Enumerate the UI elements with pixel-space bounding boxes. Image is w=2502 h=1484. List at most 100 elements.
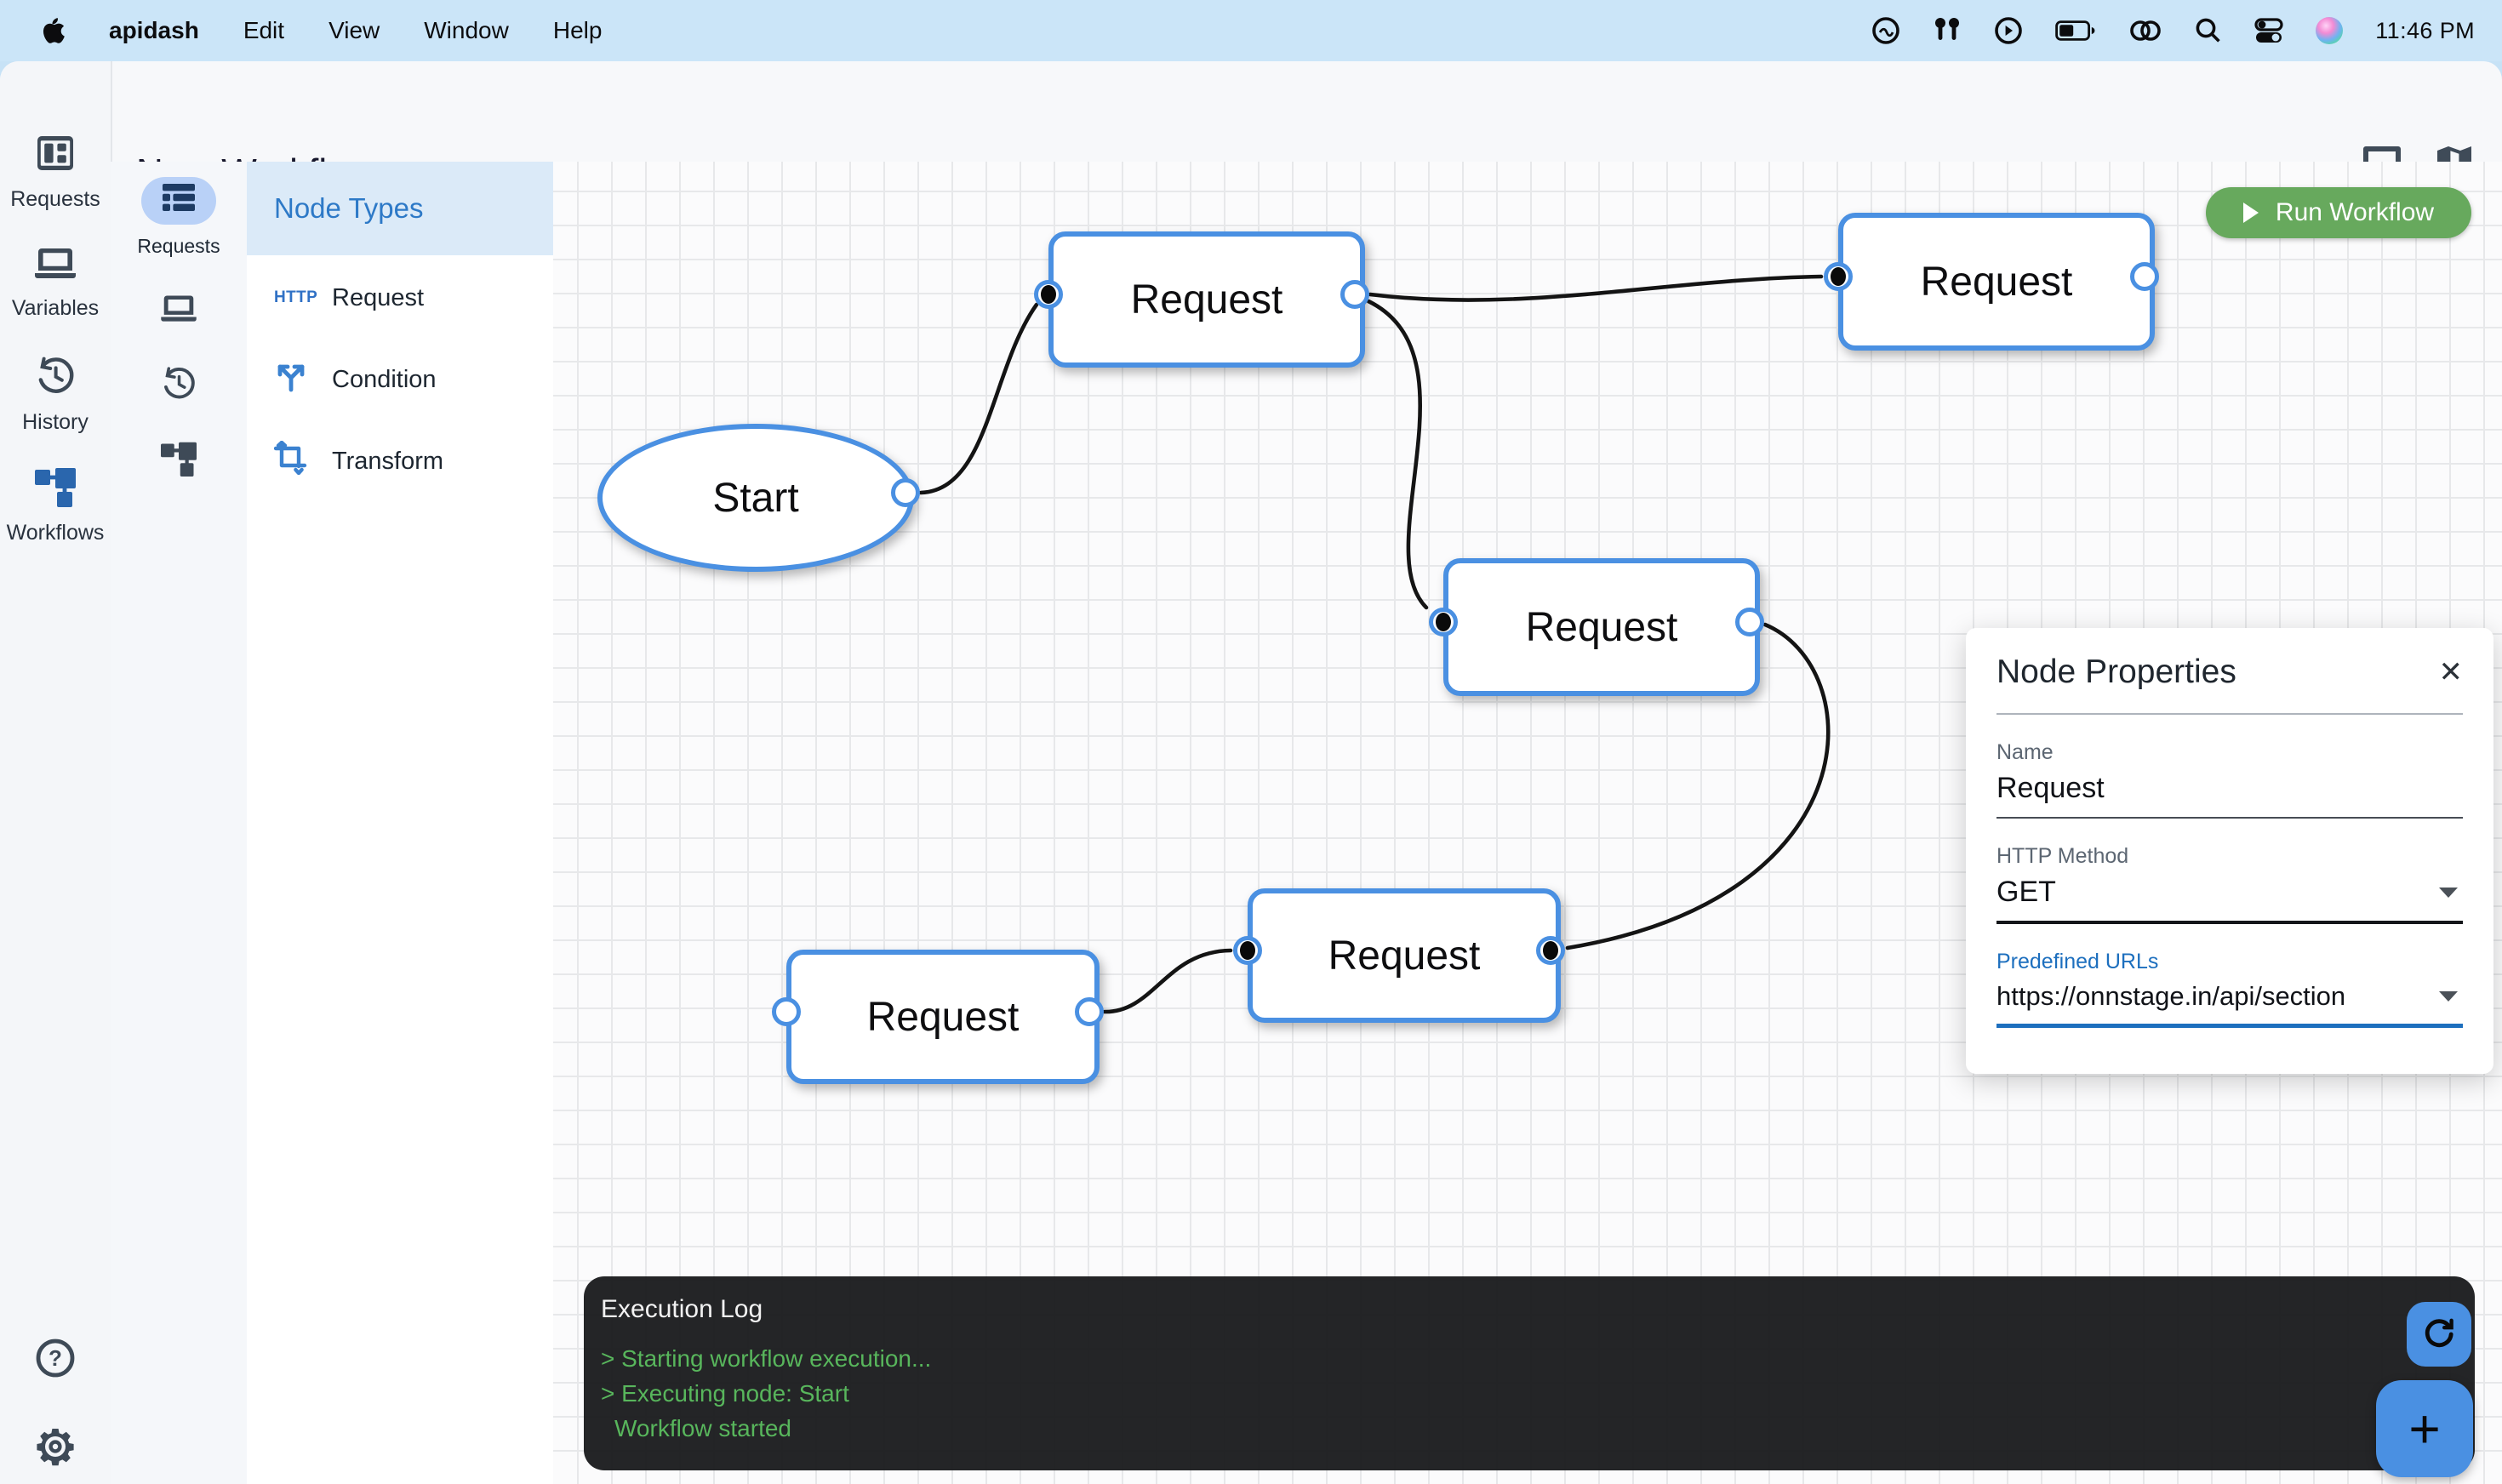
play-circle-icon[interactable]	[1994, 15, 2023, 46]
add-node-button[interactable]: +	[2376, 1380, 2473, 1477]
node-type-condition[interactable]: Condition	[247, 351, 553, 408]
predefined-urls-select[interactable]: https://onnstage.in/api/section	[1996, 974, 2463, 1028]
port-request5-output[interactable]	[1075, 997, 1104, 1026]
gear-icon	[35, 1426, 76, 1474]
port-connected-dot	[1041, 285, 1056, 304]
name-field-value: Request	[1996, 772, 2105, 804]
node-type-label: Condition	[332, 365, 437, 393]
node-type-transform[interactable]: Transform	[247, 432, 553, 490]
refresh-button[interactable]	[2407, 1302, 2471, 1367]
linked-rings-icon[interactable]	[2128, 15, 2162, 46]
sidebar-label: Workflows	[6, 521, 105, 545]
menu-view[interactable]: View	[328, 17, 380, 43]
help-icon: ?	[35, 1338, 76, 1385]
sidebar-item-history[interactable]: History	[0, 356, 111, 435]
node-type-label: Request	[332, 283, 425, 311]
settings-button[interactable]	[0, 1426, 111, 1474]
transform-icon	[273, 440, 332, 482]
tool-rail: Requests	[111, 162, 248, 1484]
edge-request1-to-request2	[1368, 274, 1824, 302]
sidebar-label: Requests	[10, 187, 100, 211]
refresh-icon	[2425, 1318, 2453, 1348]
plus-icon: +	[2408, 1398, 2441, 1459]
run-workflow-button[interactable]: Run Workflow	[2206, 187, 2471, 238]
workflow-node-request-2[interactable]: Request	[1838, 213, 2155, 351]
port-request4-input[interactable]	[1233, 936, 1262, 965]
menu-help[interactable]: Help	[552, 17, 603, 43]
edge-start-to-request1	[918, 302, 1039, 495]
http-icon: HTTP	[274, 288, 318, 306]
menu-bar: apidash Edit View Window Help	[0, 0, 2502, 61]
node-types-panel: Node Types HTTP Request Condition Transf…	[247, 162, 555, 1484]
properties-title: Node Properties	[1996, 654, 2236, 690]
node-type-label: Transform	[332, 447, 444, 475]
branch-icon	[274, 359, 332, 400]
port-request2-input[interactable]	[1824, 262, 1853, 291]
run-workflow-label: Run Workflow	[2275, 198, 2435, 226]
port-connected-dot	[1543, 941, 1558, 960]
execution-log-title: Execution Log	[601, 1295, 763, 1323]
battery-icon[interactable]	[2055, 15, 2096, 46]
log-line: > Executing node: Start	[601, 1380, 849, 1407]
app-window: New Workflow Requests Variables	[0, 61, 2502, 1484]
workflow-node-request-3[interactable]: Request	[1443, 558, 1760, 696]
workflow-node-start[interactable]: Start	[597, 424, 914, 572]
workflow-node-request-4[interactable]: Request	[1248, 888, 1561, 1023]
port-connected-dot	[1831, 267, 1846, 286]
chevron-down-icon	[2439, 991, 2458, 1002]
divider	[1996, 713, 2463, 715]
tool-rail-item-workflows[interactable]	[111, 441, 247, 477]
port-request2-output[interactable]	[2130, 262, 2159, 291]
http-method-select[interactable]: GET	[1996, 869, 2463, 924]
control-center-icon[interactable]	[2254, 15, 2283, 46]
port-request3-input[interactable]	[1429, 608, 1458, 636]
node-types-title: Node Types	[274, 192, 424, 224]
log-line: > Starting workflow execution...	[601, 1345, 932, 1372]
siri-icon[interactable]	[2316, 15, 2344, 46]
log-line: Workflow started	[614, 1415, 791, 1441]
predefined-urls-label: Predefined URLs	[1996, 950, 2159, 973]
port-request4-output[interactable]	[1536, 936, 1565, 965]
port-request1-input[interactable]	[1034, 280, 1063, 309]
sidebar-item-variables[interactable]: Variables	[0, 245, 111, 321]
node-label: Request	[1130, 277, 1283, 322]
name-field-label: Name	[1996, 740, 2054, 764]
workflow-tree-icon	[33, 466, 77, 514]
svg-text:?: ?	[49, 1345, 62, 1371]
node-properties-panel: Node Properties ✕ Name Request HTTP Meth…	[1966, 628, 2493, 1074]
help-button[interactable]: ?	[0, 1338, 111, 1385]
workflow-node-request-1[interactable]: Request	[1048, 231, 1365, 368]
http-method-label: HTTP Method	[1996, 844, 2129, 868]
apple-menu-icon[interactable]	[41, 15, 65, 46]
port-request3-output[interactable]	[1735, 608, 1764, 636]
node-label: Request	[866, 994, 1020, 1040]
airpods-icon[interactable]	[1933, 15, 1962, 46]
workflow-node-request-5[interactable]: Request	[786, 950, 1100, 1084]
http-method-value: GET	[1996, 876, 2056, 908]
search-icon[interactable]	[2195, 15, 2222, 46]
clock[interactable]: 11:46 PM	[2375, 17, 2475, 43]
menu-window[interactable]: Window	[424, 17, 509, 43]
close-icon[interactable]: ✕	[2438, 656, 2464, 688]
primary-sidebar: Requests Variables History Workflows	[0, 61, 112, 1484]
tool-rail-item-laptop[interactable]	[111, 293, 247, 325]
node-label: Request	[1920, 259, 2073, 305]
sidebar-item-requests[interactable]: Requests	[0, 133, 111, 212]
menu-app-name[interactable]: apidash	[109, 17, 199, 43]
node-type-request[interactable]: HTTP Request	[247, 269, 553, 327]
port-request5-input[interactable]	[772, 997, 801, 1026]
laptop-icon	[33, 245, 77, 289]
tool-rail-item-history[interactable]	[111, 366, 247, 402]
name-field[interactable]: Request	[1996, 765, 2463, 819]
menu-edit[interactable]: Edit	[243, 17, 285, 43]
port-request1-output[interactable]	[1340, 280, 1369, 309]
tool-rail-item-requests-active[interactable]	[141, 177, 216, 225]
port-start-output[interactable]	[891, 478, 920, 507]
tool-rail-label: Requests	[137, 235, 220, 257]
sidebar-label: History	[22, 410, 89, 434]
sidebar-item-workflows[interactable]: Workflows	[0, 466, 111, 545]
node-label: Request	[1525, 604, 1678, 650]
creative-cloud-icon[interactable]	[1871, 15, 1900, 46]
workflow-canvas[interactable]: Run Workflow Start Request Request Reque…	[553, 162, 2502, 1484]
